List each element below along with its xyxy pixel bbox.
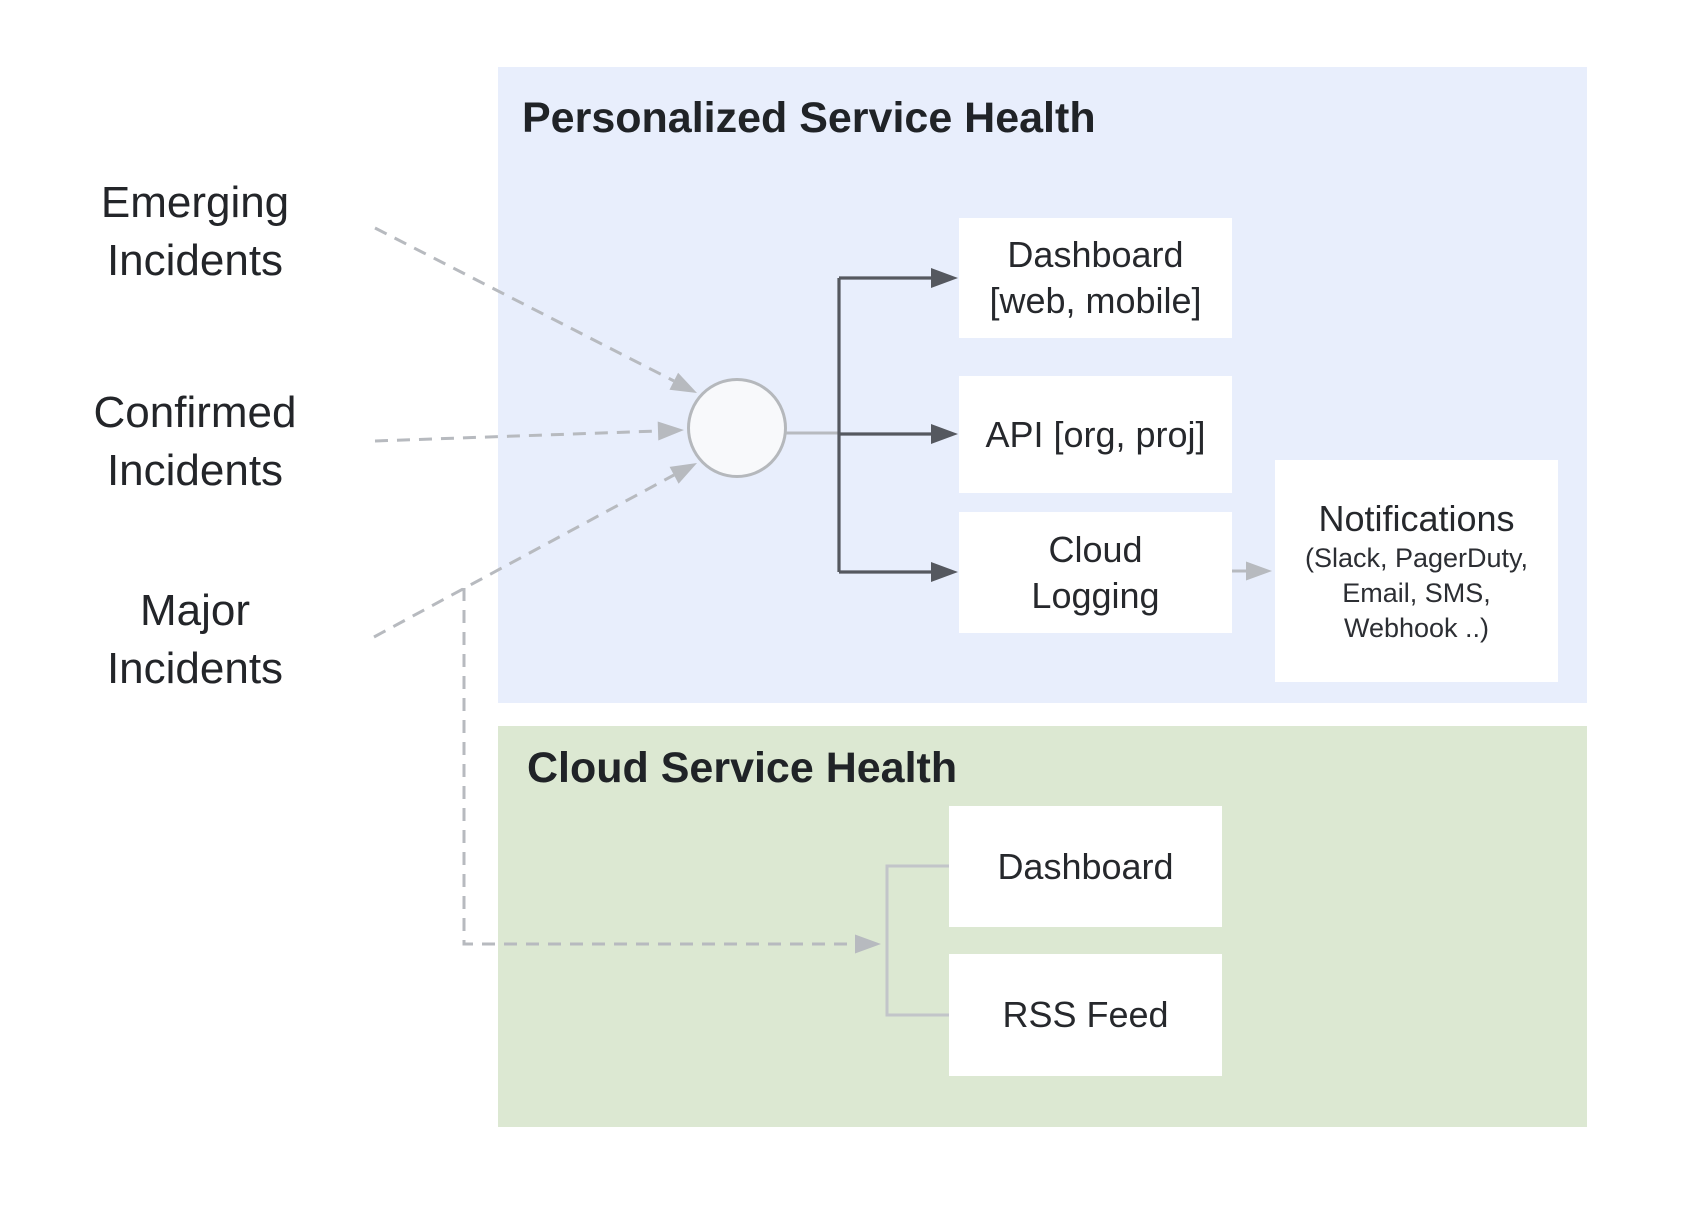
emerging-incidents-arrow — [374, 226, 697, 393]
notifications-arrow — [1232, 561, 1272, 581]
cloud-logging-arrow — [839, 562, 958, 582]
notifications-title: Notifications — [1318, 497, 1515, 539]
incidents-to-cloud-panel-arrow — [462, 588, 881, 954]
source-label-major-incidents: Major Incidents — [106, 586, 284, 693]
personalized-panel-title: Personalized Service Health — [522, 94, 1096, 142]
source-label-emerging-incidents: Emerging Incidents — [100, 178, 290, 285]
source-label-confirmed-incidents: Confirmed Incidents — [93, 388, 297, 495]
node-api-org-proj: API [org, proj] — [959, 376, 1232, 493]
notifications-channels: (Slack, PagerDuty, Email, SMS, Webhook .… — [1304, 542, 1529, 643]
api-arrow — [839, 424, 958, 444]
node-cloud-dashboard: Dashboard — [949, 806, 1222, 927]
node-rss-feed: RSS Feed — [949, 954, 1222, 1076]
node-dashboard-web-mobile: Dashboard [web, mobile] — [959, 218, 1232, 338]
fanout-trunk — [837, 268, 958, 582]
cloud-bracket — [885, 864, 949, 1017]
cloud-panel-title: Cloud Service Health — [527, 744, 958, 792]
confirmed-incidents-arrow — [374, 421, 684, 443]
node-notifications: Notifications (Slack, PagerDuty, Email, … — [1275, 460, 1558, 682]
major-incidents-arrow — [373, 463, 697, 639]
node-cloud-logging: Cloud Logging — [959, 512, 1232, 633]
dashboard-arrow — [839, 268, 958, 288]
hub-node — [687, 378, 787, 478]
